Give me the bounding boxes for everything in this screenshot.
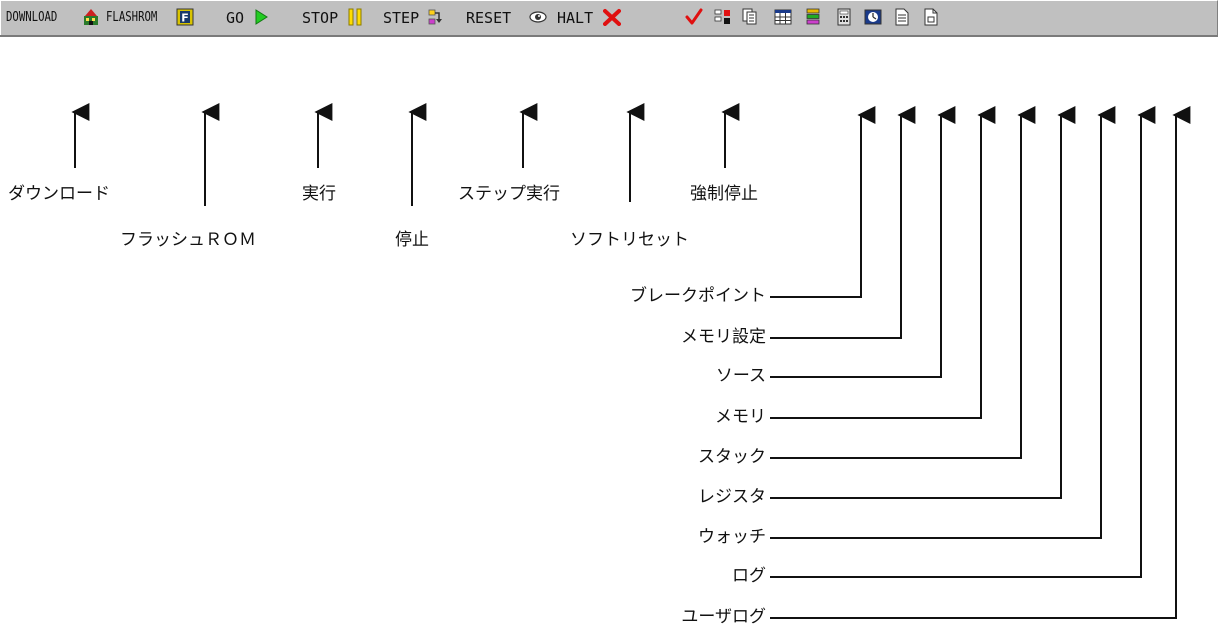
arrow-memory [770,106,996,419]
halt-button[interactable]: HALT [557,9,594,27]
label-register: レジスタ [698,487,766,507]
arrow-register [770,106,1076,499]
watch-icon[interactable] [864,8,882,26]
arrow-memory-setting [770,106,916,339]
label-log: ログ [732,566,766,586]
play-icon[interactable] [252,8,270,26]
arrow-watch [770,106,1116,539]
label-download: ダウンロード [8,184,110,204]
label-user-log: ユーザログ [681,607,766,627]
label-stop: 停止 [395,230,429,250]
log-icon[interactable] [893,8,911,26]
svg-text:F: F [181,12,189,25]
memory-setting-icon[interactable] [714,8,732,26]
step-icon[interactable] [426,8,444,26]
memory-grid-icon[interactable] [774,8,792,26]
label-step: ステップ実行 [458,184,560,204]
pause-icon[interactable] [346,8,364,26]
user-log-icon[interactable] [922,8,940,26]
reset-button[interactable]: RESET [466,9,512,27]
arrow-log [770,106,1156,578]
label-flashrom: フラッシュＲＯＭ [120,230,256,250]
step-button[interactable]: STEP [383,9,420,27]
label-watch: ウォッチ [698,527,766,547]
download-button[interactable]: DOWNLOAD [6,10,58,25]
x-icon[interactable] [603,8,621,26]
arrow-source [770,106,956,378]
eye-reset-icon[interactable] [529,8,547,26]
flashrom-button[interactable]: FLASHROM [106,10,158,25]
stop-button[interactable]: STOP [302,9,339,27]
arrow-breakpoint [770,106,876,298]
label-halt: 強制停止 [690,184,758,204]
source-icon[interactable] [742,8,760,26]
calculator-icon[interactable] [835,8,853,26]
label-breakpoint: ブレークポイント [630,286,766,306]
stack-icon[interactable] [804,8,822,26]
label-source: ソース [715,366,766,386]
arrow-stack [770,106,1036,459]
label-reset: ソフトリセット [570,230,689,250]
label-stack: スタック [698,447,766,467]
label-memory: メモリ [715,407,766,427]
go-button[interactable]: GO [226,9,245,27]
download-icon[interactable] [82,8,100,26]
check-icon[interactable] [685,8,703,26]
label-memory-setting: メモリ設定 [681,327,766,347]
label-go: 実行 [302,184,336,204]
flashrom-icon[interactable]: F [176,8,194,26]
toolbar-shadow [0,35,1218,37]
arrow-user-log [770,106,1191,619]
